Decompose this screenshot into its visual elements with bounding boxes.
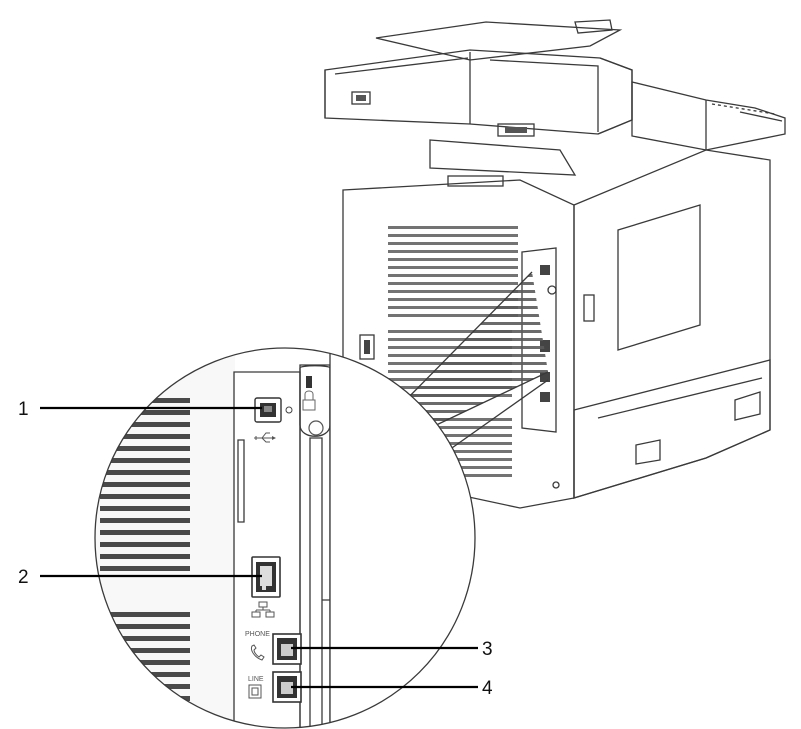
phone-label: PHONE [245,631,270,638]
usb-icon [254,432,276,443]
ethernet-port [251,556,281,598]
usb-port [254,397,293,423]
network-icon [251,601,275,618]
callout-number-3: 3 [482,639,493,660]
callout-number-2: 2 [18,567,29,588]
callout-lines [40,406,478,689]
line-label: LINE [248,676,264,683]
zoom-funnel [397,271,549,456]
phone-icon: PHONE [245,631,270,661]
line-icon: LINE [248,676,264,699]
callout-number-1: 1 [18,399,29,420]
lock-slot-icon [302,376,324,436]
magnified-port-panel [94,347,476,729]
callout-number-4: 4 [482,678,493,699]
